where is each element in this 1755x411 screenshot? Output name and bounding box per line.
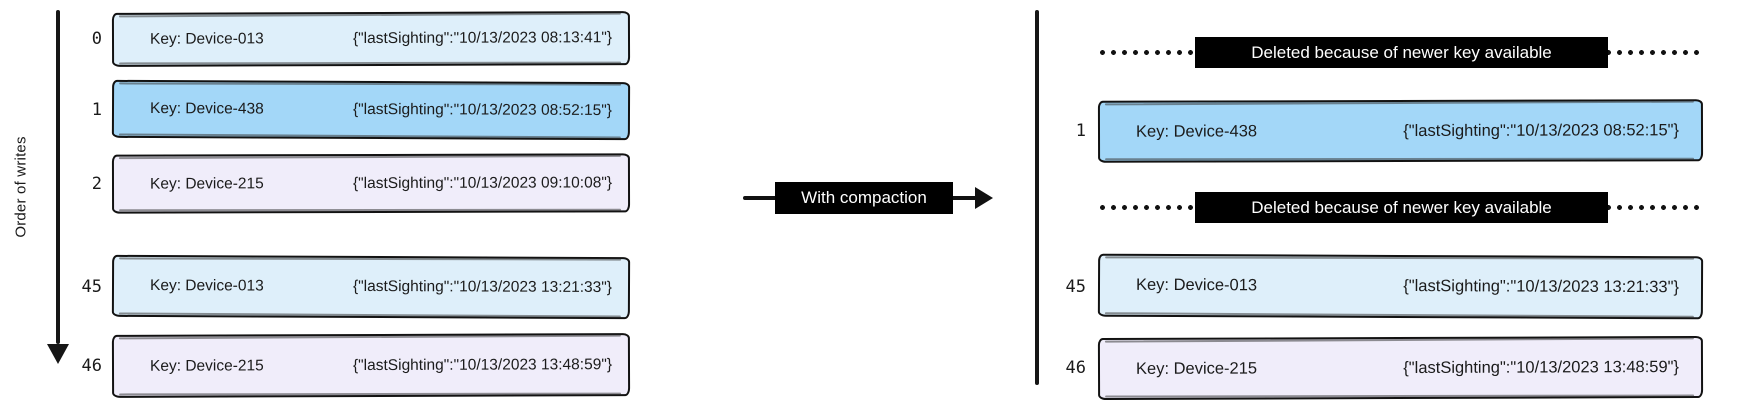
- record-row: 45 Key: Device-013 {"lastSighting":"10/1…: [1046, 253, 1704, 320]
- record-box: Key: Device-013 {"lastSighting":"10/13/2…: [111, 254, 631, 320]
- record-key: Key: Device-013: [149, 30, 264, 48]
- after-axis-line: [1035, 10, 1039, 385]
- record-key: Key: Device-013: [1135, 275, 1258, 295]
- record-row: 1 Key: Device-438 {"lastSighting":"10/13…: [0, 79, 631, 141]
- deleted-label: Deleted because of newer key available: [1195, 192, 1608, 223]
- record-key: Key: Device-438: [149, 100, 264, 118]
- record-key: Key: Device-438: [1135, 121, 1258, 141]
- record-offset: 0: [91, 29, 102, 49]
- record-offset: 1: [91, 100, 102, 120]
- record-value: {"lastSighting":"10/13/2023 09:10:08"}: [352, 173, 613, 192]
- record-value: {"lastSighting":"10/13/2023 13:21:33"}: [1403, 277, 1680, 297]
- record-key: Key: Device-215: [1135, 359, 1258, 378]
- record-row: 46 Key: Device-215 {"lastSighting":"10/1…: [1046, 335, 1704, 401]
- record-box: Key: Device-215 {"lastSighting":"10/13/2…: [111, 333, 631, 398]
- record-box: Key: Device-013 {"lastSighting":"10/13/2…: [111, 11, 631, 67]
- record-box: Key: Device-215 {"lastSighting":"10/13/2…: [1097, 335, 1704, 401]
- record-value: {"lastSighting":"10/13/2023 08:13:41"}: [352, 29, 613, 48]
- record-box: Key: Device-013 {"lastSighting":"10/13/2…: [1097, 253, 1704, 320]
- order-axis-line: [56, 10, 60, 344]
- record-key: Key: Device-013: [149, 277, 264, 295]
- record-row: 45 Key: Device-013 {"lastSighting":"10/1…: [0, 254, 631, 320]
- record-offset: 45: [81, 277, 102, 297]
- record-key: Key: Device-215: [149, 356, 264, 375]
- record-row: 0 Key: Device-013 {"lastSighting":"10/13…: [0, 11, 631, 67]
- record-value: {"lastSighting":"10/13/2023 13:48:59"}: [352, 355, 613, 374]
- compaction-arrow-label: With compaction: [775, 182, 953, 214]
- record-offset: 46: [1065, 358, 1086, 378]
- record-row: 2 Key: Device-215 {"lastSighting":"10/13…: [0, 153, 631, 214]
- compaction-arrowhead-icon: [975, 187, 993, 209]
- deleted-row: Deleted because of newer key available: [1097, 37, 1705, 68]
- record-box: Key: Device-438 {"lastSighting":"10/13/2…: [111, 79, 631, 141]
- record-row: 46 Key: Device-215 {"lastSighting":"10/1…: [0, 333, 631, 398]
- record-offset: 2: [91, 173, 102, 194]
- record-box: Key: Device-215 {"lastSighting":"10/13/2…: [111, 153, 631, 214]
- record-offset: 45: [1065, 276, 1086, 297]
- record-offset: 46: [81, 355, 102, 376]
- deleted-label: Deleted because of newer key available: [1195, 37, 1608, 68]
- record-offset: 1: [1075, 121, 1086, 141]
- record-key: Key: Device-215: [149, 174, 264, 193]
- record-value: {"lastSighting":"10/13/2023 13:21:33"}: [352, 277, 613, 297]
- record-value: {"lastSighting":"10/13/2023 13:48:59"}: [1403, 357, 1680, 377]
- record-box: Key: Device-438 {"lastSighting":"10/13/2…: [1097, 99, 1704, 163]
- record-value: {"lastSighting":"10/13/2023 08:52:15"}: [352, 100, 613, 120]
- record-row: 1 Key: Device-438 {"lastSighting":"10/13…: [1046, 99, 1704, 163]
- order-axis-arrowhead-icon: [46, 344, 69, 364]
- record-value: {"lastSighting":"10/13/2023 08:52:15"}: [1403, 120, 1680, 140]
- deleted-row: Deleted because of newer key available: [1097, 192, 1705, 223]
